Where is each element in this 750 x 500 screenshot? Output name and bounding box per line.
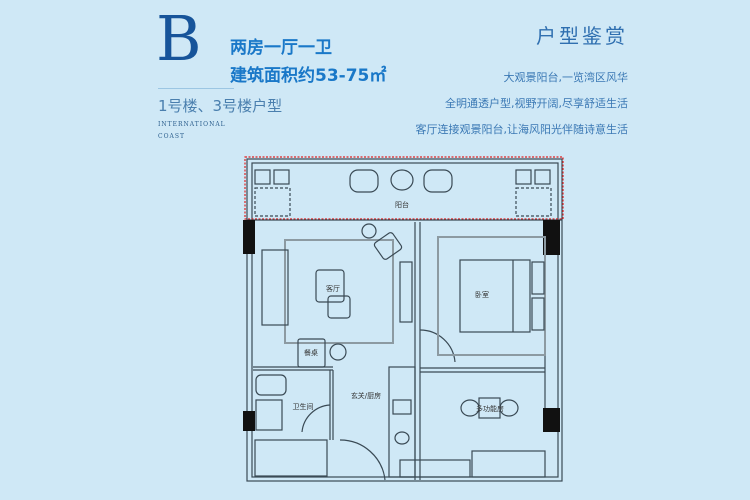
- room-label-dining: 餐桌: [304, 348, 318, 357]
- room-label-balcony: 阳台: [395, 200, 409, 209]
- unit-letter: B: [156, 2, 202, 75]
- balcony-furniture: [254, 169, 552, 217]
- room-label-multipurpose: 多功能房: [476, 404, 504, 413]
- interior-walls: [253, 222, 546, 481]
- brand-line-2: COAST: [158, 133, 185, 140]
- multipurpose-furniture: [399, 397, 546, 478]
- feature-item: 全明通透户型,视野开阔,尽享舒适生活: [445, 97, 628, 110]
- unit-layout: 两房一厅一卫: [230, 38, 332, 58]
- appreciation-title: 户型鉴赏: [536, 24, 628, 48]
- balcony-highlight: [244, 156, 564, 220]
- brand-line-1: INTERNATIONAL: [158, 121, 226, 128]
- unit-buildings: 1号楼、3号楼户型: [158, 97, 283, 115]
- bedroom-furniture: [437, 236, 546, 356]
- feature-item: 大观景阳台,一览湾区风华: [503, 71, 629, 84]
- room-label-entry-kitchen: 玄关/厨房: [351, 391, 381, 400]
- room-label-bedroom: 卧室: [475, 290, 489, 299]
- divider: [158, 88, 234, 89]
- living-furniture: [254, 223, 413, 477]
- structural-columns: [243, 220, 560, 432]
- unit-area: 建筑面积约53-75㎡: [230, 66, 387, 86]
- outer-wall: [246, 158, 563, 482]
- room-label-living: 客厅: [326, 284, 340, 293]
- room-label-bathroom: 卫生间: [293, 402, 314, 411]
- feature-item: 客厅连接观景阳台,让海风阳光伴随诗意生活: [415, 123, 629, 136]
- inner-wall-line: [251, 162, 559, 478]
